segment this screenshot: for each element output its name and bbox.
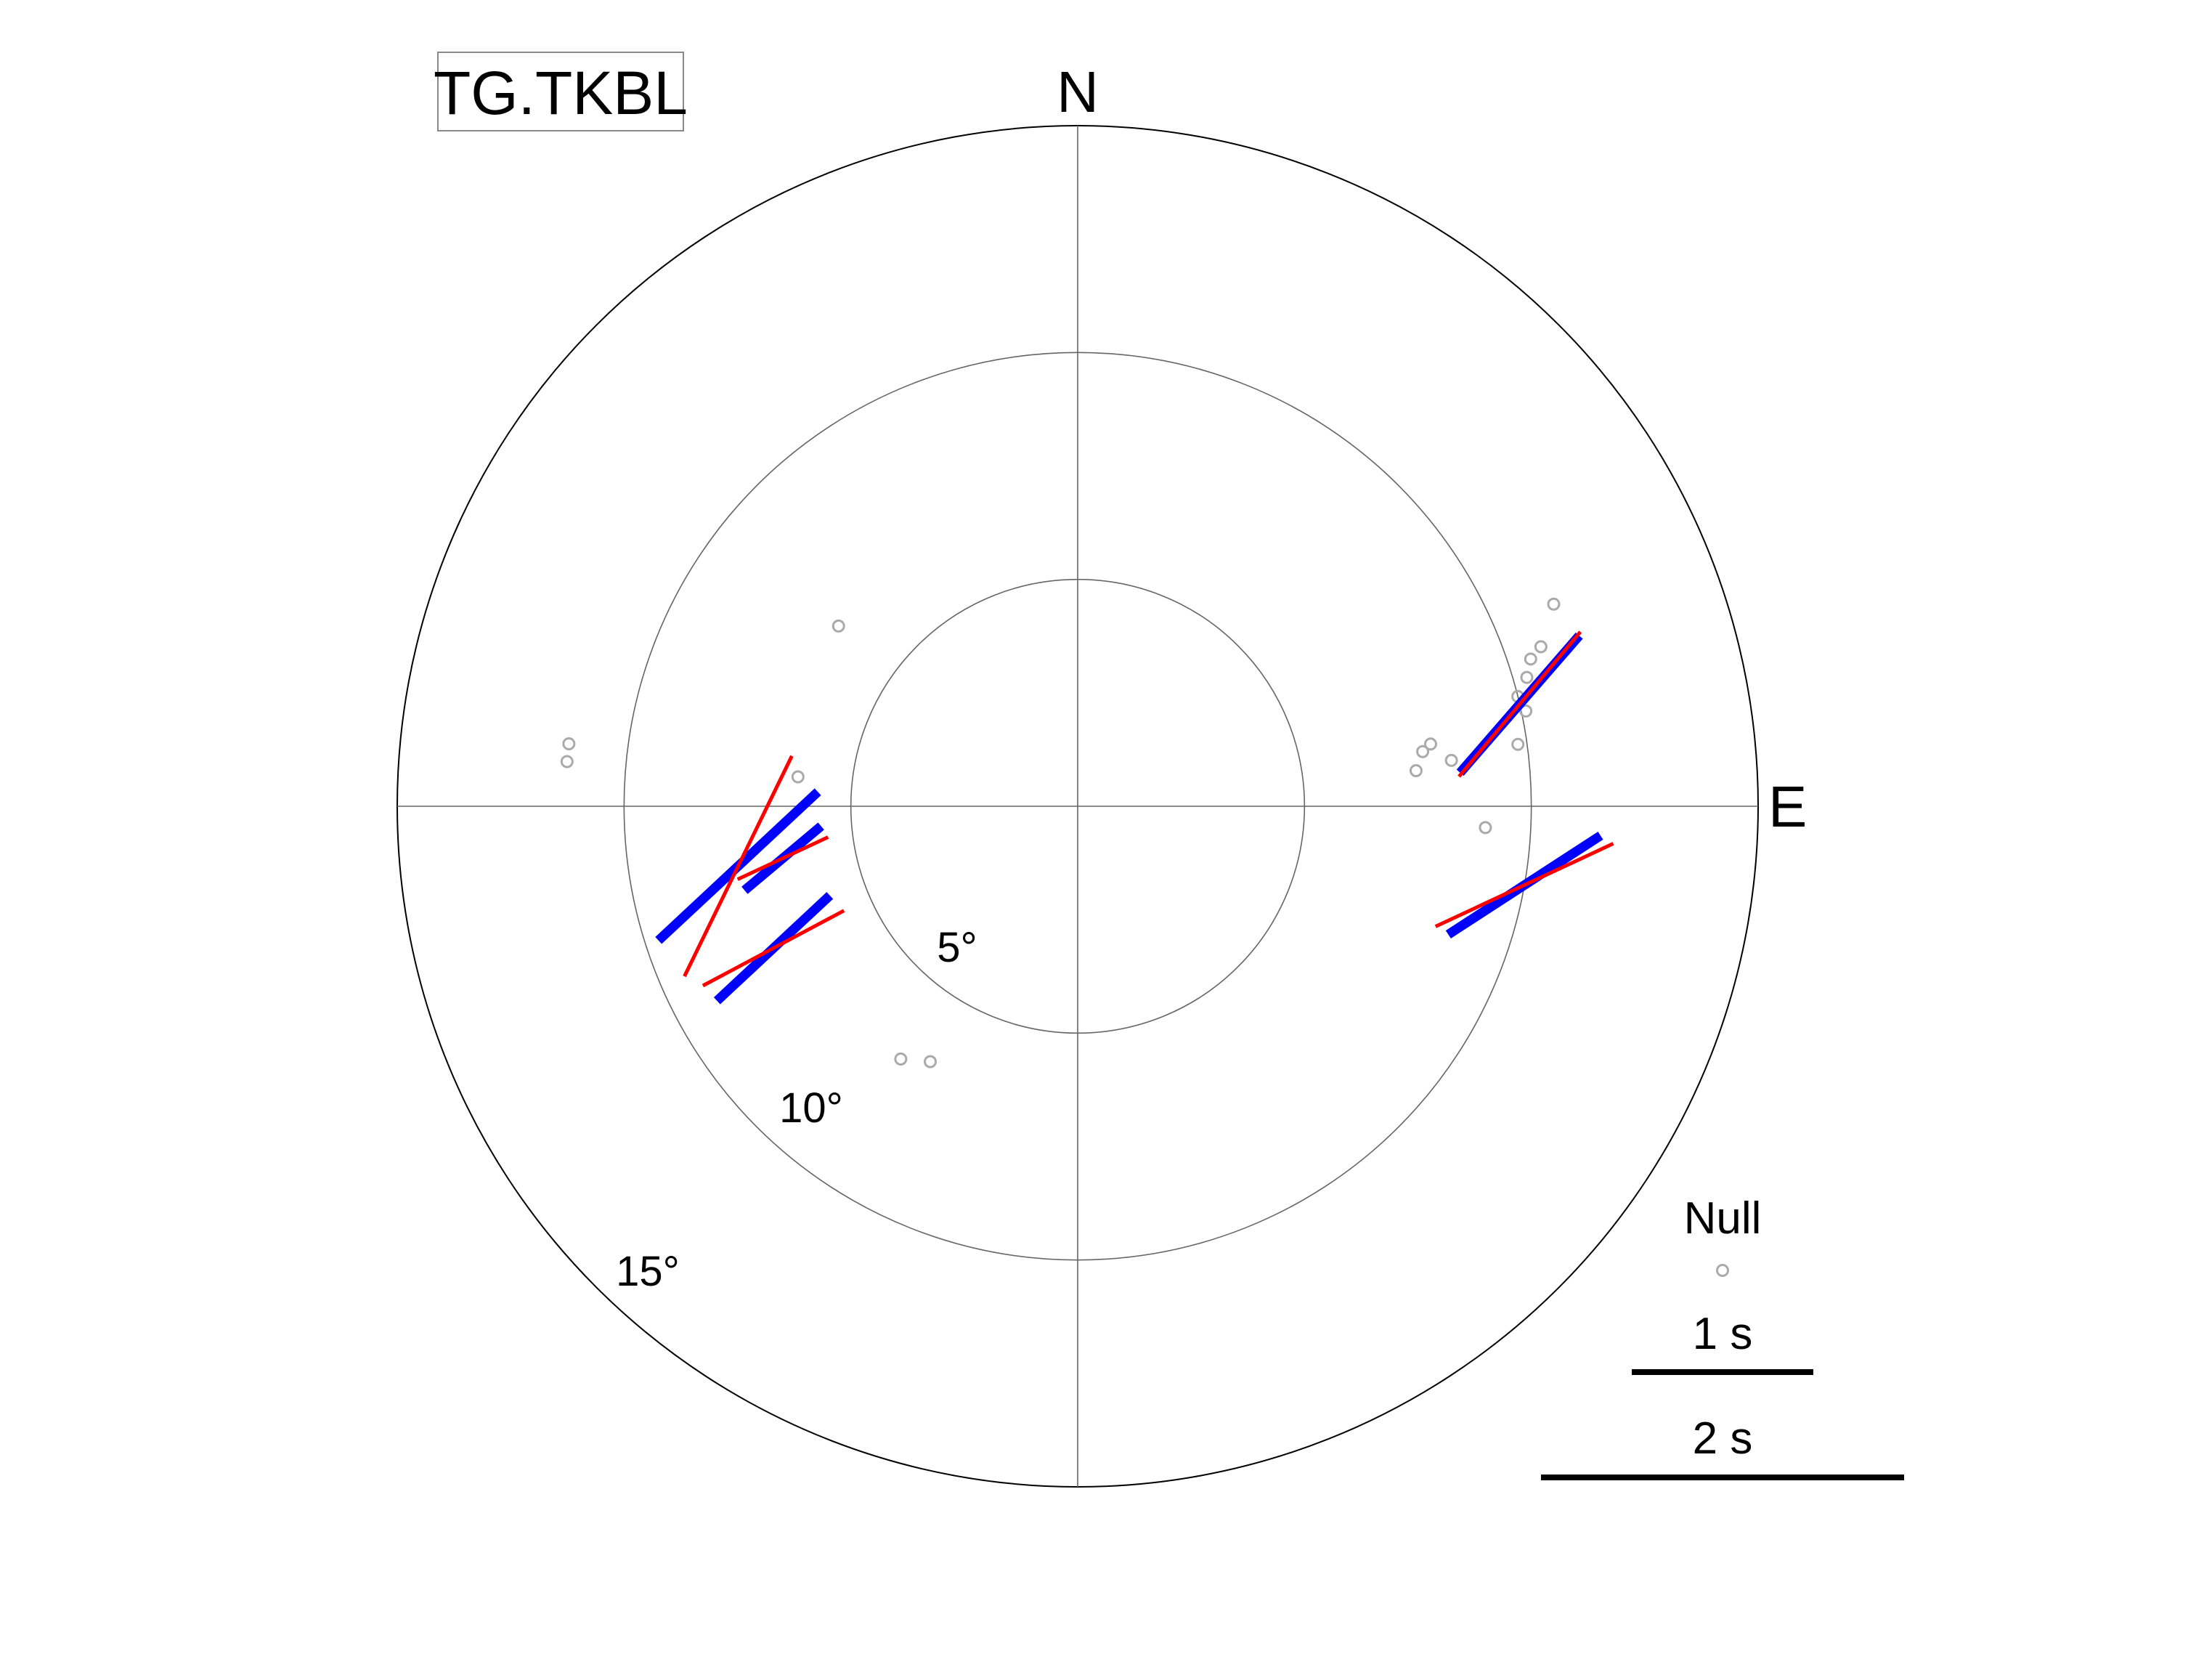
split-segment-red — [702, 909, 845, 988]
north-label: N — [1057, 60, 1099, 124]
null-marker — [791, 770, 805, 784]
null-marker — [1416, 745, 1430, 758]
null-measurements — [560, 597, 1561, 1068]
null-marker — [1444, 753, 1458, 767]
polar-grid — [397, 125, 1759, 1488]
legend-null-label: Null — [1684, 1193, 1762, 1244]
station-label: TG.TKBL — [434, 59, 688, 127]
split-segment-red — [683, 755, 794, 978]
null-marker — [562, 737, 576, 750]
null-marker — [1511, 737, 1525, 751]
ring-label-15-deg: 15° — [616, 1248, 680, 1295]
null-marker — [1524, 652, 1537, 666]
null-marker — [1423, 737, 1437, 751]
legend-null-marker — [1716, 1264, 1729, 1277]
null-marker — [831, 619, 845, 633]
split-segment-red — [1434, 842, 1614, 928]
split-segment-red — [1457, 630, 1582, 778]
null-marker — [560, 755, 574, 768]
ring-label-5-deg: 5° — [937, 924, 977, 971]
null-marker — [923, 1055, 937, 1068]
split-segment-red — [736, 835, 829, 881]
null-marker — [1409, 764, 1423, 778]
split-measurements — [655, 630, 1614, 1005]
legend: Null 1 s 2 s — [1541, 1193, 1904, 1480]
null-marker — [1547, 597, 1561, 611]
legend-scale-label-1s: 1 s — [1693, 1309, 1753, 1359]
null-marker — [1534, 640, 1548, 654]
null-marker — [894, 1052, 908, 1066]
null-marker — [1520, 670, 1534, 684]
ring-label-10-deg: 10° — [779, 1084, 843, 1132]
east-label: E — [1768, 774, 1807, 839]
legend-scale-label-2s: 2 s — [1693, 1413, 1753, 1464]
station-label-box — [437, 52, 684, 131]
null-marker — [1479, 821, 1492, 835]
null-marker — [1519, 704, 1533, 718]
